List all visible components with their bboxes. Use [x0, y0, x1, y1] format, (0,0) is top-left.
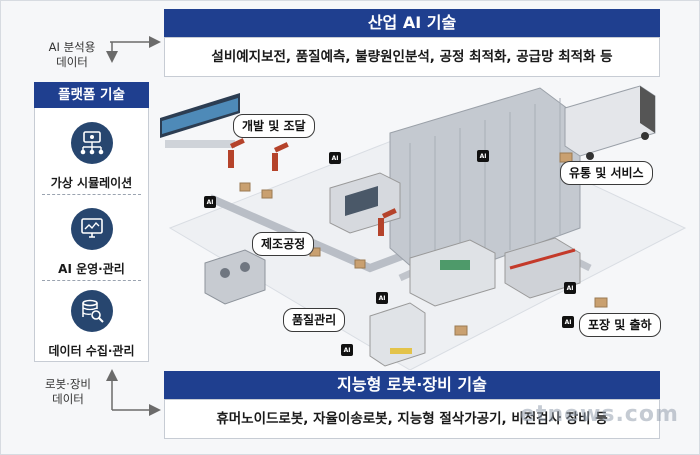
- vision-inspection-station: [369, 302, 426, 367]
- robot-data-label-line1: 로봇·장비: [45, 377, 91, 391]
- database-search-icon: [70, 290, 113, 332]
- delivery-truck: [564, 85, 656, 160]
- robot-tech-title: 지능형 로봇·장비 기술: [164, 371, 660, 399]
- platform-item-label: AI 운영·관리: [58, 262, 125, 276]
- platform-item-label: 가상 시뮬레이션: [50, 176, 133, 190]
- robot-arm: [228, 138, 397, 236]
- svg-text:AI: AI: [565, 319, 572, 326]
- svg-text:AI: AI: [379, 295, 386, 302]
- ai-data-label: AI 분석용 데이터: [32, 40, 112, 70]
- svg-text:AI: AI: [332, 155, 339, 162]
- robot-data-label: 로봇·장비 데이터: [28, 377, 108, 407]
- press-machine: [504, 237, 581, 299]
- label-quality: 품질관리: [283, 308, 346, 332]
- automated-storage-rack: [389, 87, 581, 284]
- platform-item-label: 데이터 수집·관리: [48, 344, 135, 358]
- control-room-screens: [160, 93, 240, 148]
- ai-data-label-line2: 데이터: [56, 55, 88, 69]
- platform-title: 플랫폼 기술: [34, 82, 149, 108]
- label-development: 개발 및 조달: [233, 114, 315, 138]
- platform-divider: [42, 194, 141, 195]
- svg-text:AI: AI: [567, 285, 574, 292]
- monitor-chart-icon: [70, 208, 113, 250]
- industrial-ai-items: 설비예지보전, 품질예측, 불량원인분석, 공정 최적화, 공급망 최적화 등: [164, 37, 660, 77]
- svg-text:AI: AI: [480, 153, 487, 160]
- server-unit: [204, 249, 266, 305]
- watermark: etnews.com: [520, 402, 679, 427]
- label-packaging: 포장 및 출하: [579, 313, 661, 337]
- robot-tech-items: 휴머노이드로봇, 자율이송로봇, 지능형 절삭가공기, 비전검사 장비 등: [164, 399, 660, 439]
- laser-cutter: [409, 239, 496, 307]
- simulation-network-icon: [70, 122, 113, 164]
- smart-factory-illustration: AI AI AI AI AI AI AI: [160, 85, 687, 370]
- platform-item-simulation: 가상 시뮬레이션: [34, 122, 149, 191]
- svg-text:AI: AI: [344, 347, 351, 354]
- platform-divider: [42, 280, 141, 281]
- platform-item-ai-ops: AI 운영·관리: [34, 208, 149, 277]
- ai-data-label-line1: AI 분석용: [48, 40, 96, 54]
- label-manufacturing: 제조공정: [252, 232, 315, 256]
- ai-chip-label: AI: [207, 199, 214, 206]
- label-logistics: 유통 및 서비스: [560, 161, 653, 185]
- platform-item-data: 데이터 수집·관리: [34, 290, 149, 359]
- industrial-ai-title: 산업 AI 기술: [164, 9, 660, 37]
- product-boxes: [239, 152, 608, 336]
- robot-data-label-line2: 데이터: [52, 392, 84, 406]
- ai-chip-markers: AI AI AI AI AI AI AI: [204, 150, 576, 356]
